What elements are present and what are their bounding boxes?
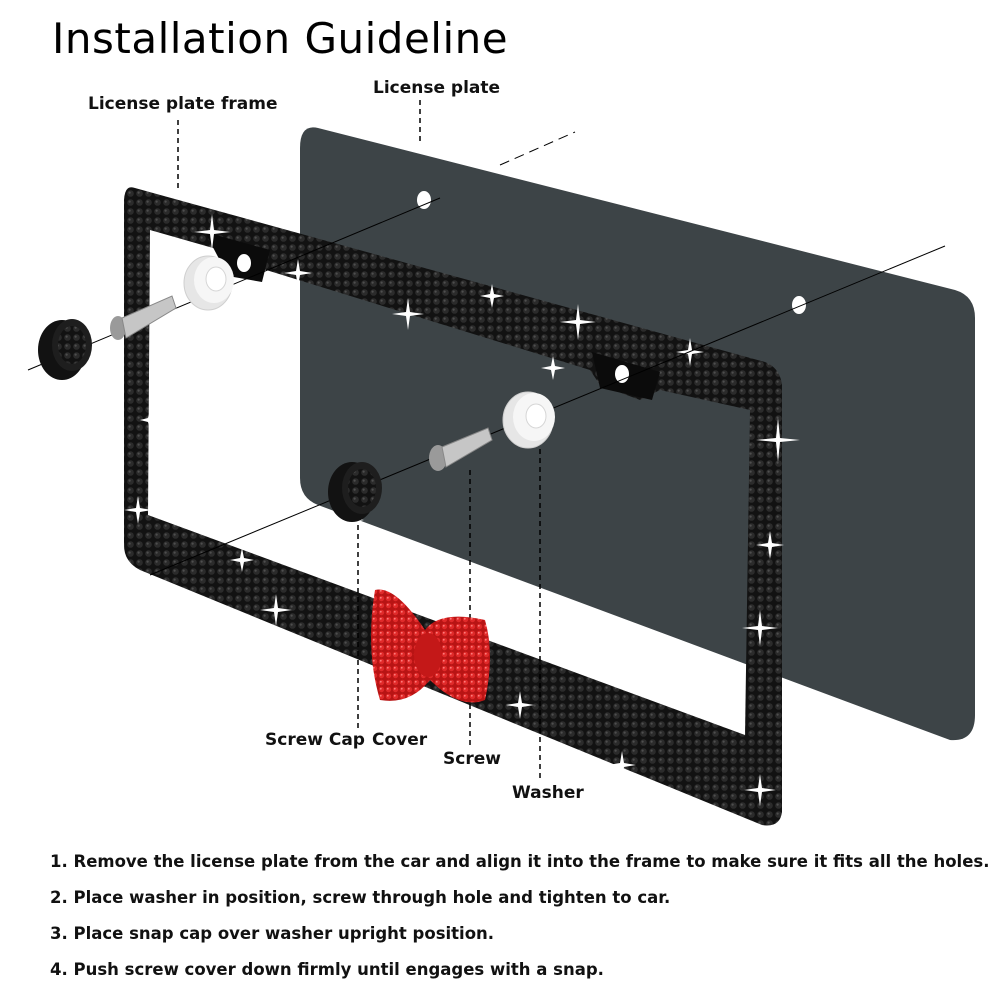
sparkle <box>194 214 230 250</box>
leader-lines <box>177 100 541 782</box>
screw-cap-right <box>328 462 382 522</box>
screw-left <box>110 295 177 340</box>
instruction-steps: 1. Remove the license plate from the car… <box>50 850 989 994</box>
license-plate-label: License plate <box>373 78 501 98</box>
washer-left <box>183 255 234 311</box>
sparkle <box>742 610 778 646</box>
sparkle <box>756 418 800 462</box>
plate-hole-top-right <box>792 296 806 314</box>
sparkle <box>260 594 292 626</box>
sparkle <box>541 356 565 380</box>
axis-line-left <box>27 197 441 371</box>
sparkle <box>284 259 312 287</box>
washer-right <box>502 391 555 449</box>
step-2: 2. Place washer in position, screw throu… <box>50 888 671 907</box>
screw-right <box>429 427 493 471</box>
sparkles <box>124 214 800 806</box>
sparkle <box>480 284 504 308</box>
license-plate-frame-label: License plate frame <box>88 94 278 114</box>
sparkle <box>230 548 254 572</box>
screw-cap-label: Screw Cap <box>265 730 365 750</box>
page-title: Installation Guideline <box>52 14 509 63</box>
screw-cap-left <box>38 319 92 380</box>
cover-label: Cover <box>372 730 428 750</box>
sparkle <box>560 304 596 340</box>
sparkle <box>140 410 160 430</box>
screw-label: Screw <box>443 749 501 769</box>
sparkle <box>756 531 784 559</box>
washer-label: Washer <box>512 783 584 803</box>
license-plate-frame <box>124 187 782 826</box>
sparkle <box>124 496 152 524</box>
red-bow-ornament <box>371 589 490 703</box>
sparkle <box>392 298 424 330</box>
sparkle <box>608 751 636 779</box>
sparkle <box>744 774 776 806</box>
axis-dash-top <box>499 131 576 166</box>
sparkle <box>506 691 534 719</box>
frame-hole-left <box>237 254 251 272</box>
frame-mount-tab-left <box>205 232 270 282</box>
step-3: 3. Place snap cap over washer upright po… <box>50 924 495 943</box>
step-1: 1. Remove the license plate from the car… <box>50 852 990 871</box>
plate-hole-top-left <box>417 191 431 209</box>
frame-hole-right <box>615 365 629 383</box>
step-4: 4. Push screw cover down firmly until en… <box>50 960 604 979</box>
